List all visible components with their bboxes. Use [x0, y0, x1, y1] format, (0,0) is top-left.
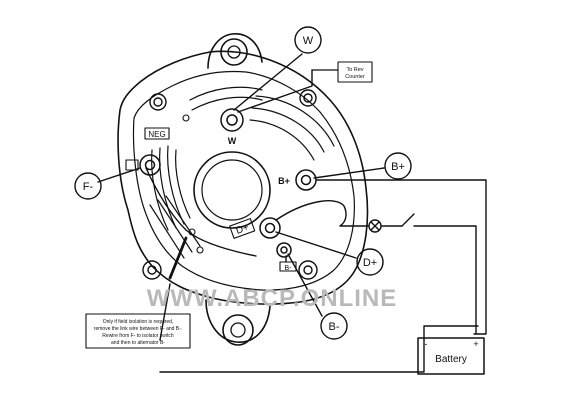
neg-terminal-mark: NEG	[148, 130, 165, 139]
ignition-switch	[401, 213, 415, 227]
terminal-d-plus-stud	[259, 217, 281, 239]
bolt-bottom-left	[142, 260, 162, 280]
d-plus-lamp-wire	[275, 200, 369, 227]
battery-plus-label: +	[473, 339, 478, 349]
terminal-b-plus-stud	[295, 169, 317, 191]
d-plus-leader	[275, 231, 357, 259]
battery-negative-wire	[423, 325, 479, 341]
isolation-note-box	[85, 313, 191, 349]
callout-b-plus-circle	[384, 152, 412, 180]
b-minus-link-wire	[168, 236, 188, 280]
terminal-b-minus-stud	[276, 242, 292, 258]
neg-mark-box	[144, 127, 170, 140]
callout-b-minus-label: B-	[329, 321, 340, 333]
top-mount-hole-inner	[227, 45, 241, 59]
b-minus-mark-box	[279, 261, 297, 272]
callout-w-circle	[294, 26, 322, 54]
f-minus-leader	[97, 167, 141, 183]
b-plus-battery-wire	[315, 179, 487, 335]
w-terminal-mark: W	[228, 136, 237, 146]
center-bearing-inner	[201, 159, 263, 221]
isolation-note-leader	[159, 283, 171, 341]
terminal-marks: W NEG B+ D+ B-	[148, 130, 292, 272]
callout-b-minus-circle	[320, 312, 348, 340]
isolation-note-line-2: remove the link wire between F- and B-.	[94, 326, 182, 332]
center-bearing-outer	[193, 151, 271, 229]
isolation-note-line-1: Only if field isolation is required,	[103, 319, 174, 325]
bolt-top-right	[299, 89, 317, 107]
callout-b-plus-label: B+	[391, 161, 405, 173]
b-minus-leader	[287, 253, 323, 317]
isolation-note-line-4: and then to alternator B-	[111, 340, 165, 346]
alternator-housing	[117, 50, 369, 305]
callout-labels: W F- B+ D+ B-	[83, 35, 405, 333]
battery-minus-label: -	[425, 339, 428, 349]
battery-box	[417, 337, 485, 375]
b-minus-battery-wire	[159, 255, 425, 373]
rev-counter-line-1: To Rev	[346, 67, 363, 73]
wiring	[97, 53, 487, 373]
housing-bosses	[182, 114, 204, 254]
callout-d-plus-circle	[356, 248, 384, 276]
w-leader-line	[233, 53, 303, 111]
terminal-f-stud	[139, 154, 161, 176]
f-minus-wire	[145, 167, 257, 257]
d-plus-mark-box	[229, 218, 256, 239]
isolation-note-line-3: Rewire from F- to isolator switch	[102, 333, 174, 339]
battery: Battery - +	[425, 339, 479, 365]
b-minus-terminal-mark: B-	[285, 265, 293, 272]
rev-counter-note: To Rev Counter	[345, 67, 365, 80]
callout-f-minus-circle	[74, 172, 102, 200]
d-plus-terminal-mark: D+	[234, 222, 250, 237]
bottom-mount-hole-inner	[230, 322, 246, 338]
rev-counter-line-2: Counter	[345, 74, 365, 80]
terminal-w-stud	[220, 108, 244, 132]
cooling-slots	[149, 86, 335, 259]
bottom-mount-hole-outer	[222, 314, 254, 346]
callout-f-minus-label: F-	[83, 181, 94, 193]
callout-d-plus-label: D+	[363, 257, 377, 269]
battery-label: Battery	[435, 354, 467, 365]
rev-counter-box	[337, 61, 373, 83]
top-mount-hole-outer	[220, 38, 248, 66]
warning-lamp-icon	[368, 219, 382, 233]
b-plus-terminal-mark: B+	[278, 176, 290, 186]
top-mounting-ear	[207, 33, 263, 69]
isolation-note: Only if field isolation is required, rem…	[94, 319, 182, 346]
callout-w-label: W	[303, 35, 314, 47]
bolt-bottom-right	[298, 260, 318, 280]
housing-bolts	[142, 89, 318, 280]
bolt-top-left	[149, 93, 167, 111]
rev-counter-wire	[237, 69, 313, 113]
b-plus-leader	[313, 167, 385, 179]
watermark: WWW.ABCP.ONLINE	[147, 285, 398, 312]
switch-out-wire	[413, 225, 477, 335]
bottom-mounting-ear	[205, 299, 271, 346]
